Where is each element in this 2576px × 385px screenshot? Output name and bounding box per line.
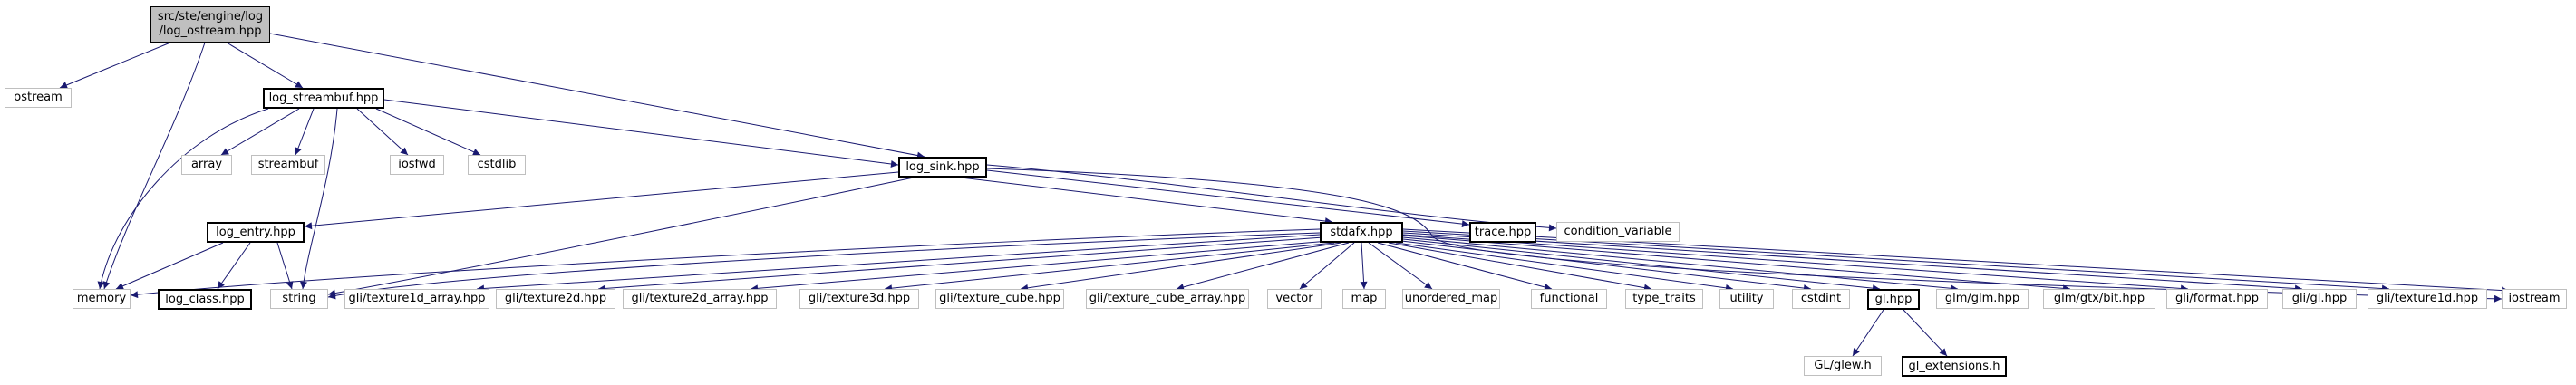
node-cstdlib: cstdlib	[468, 155, 526, 175]
node-trace-hpp[interactable]: trace.hpp	[1469, 222, 1536, 243]
edge-stdafx-to-texture2d-array	[750, 240, 1330, 293]
node-type-traits: type_traits	[1625, 289, 1703, 309]
edge-stdafx-to-gl-hpp	[1402, 238, 1881, 293]
node-gli-gl-hpp: gli/gl.hpp	[2282, 289, 2357, 309]
edge-log-sink-to-condition-variable	[986, 164, 1557, 232]
edge-stdafx-to-texture1d-array	[476, 234, 1321, 293]
edge-log-sink-to-log-entry	[304, 171, 899, 230]
node-unordered-map: unordered_map	[1402, 289, 1500, 309]
dependency-edges	[59, 33, 2510, 357]
node-gli-texture3d-hpp: gli/texture3d.hpp	[799, 289, 919, 309]
node-log-sink-hpp[interactable]: log_sink.hpp	[898, 157, 987, 178]
edge-log-ostream-to-log-streambuf	[226, 42, 304, 89]
edge-stdafx-to-format	[1402, 234, 2189, 293]
edge-log-entry-to-string	[276, 242, 294, 290]
edge-stdafx-to-glm-bit	[1402, 235, 2071, 293]
edge-stdafx-to-texture3d	[884, 242, 1335, 293]
node-log-ostream-hpp[interactable]: src/ste/engine/log /log_ostream.hpp	[150, 6, 270, 43]
node-gli-texture1d-hpp: gli/texture1d.hpp	[2368, 289, 2487, 309]
node-streambuf: streambuf	[251, 155, 325, 175]
edge-stdafx-to-texture1d	[1402, 230, 2390, 293]
edge-stdafx-to-string	[327, 232, 1321, 300]
edge-log-sink-to-string	[327, 177, 915, 297]
node-utility: utility	[1719, 289, 1774, 309]
edge-log-entry-to-log-class	[217, 242, 251, 290]
node-iosfwd: iosfwd	[390, 155, 444, 175]
edge-log-streambuf-to-memory	[97, 108, 269, 290]
node-map: map	[1342, 289, 1386, 309]
edge-stdafx-to-glm	[1402, 236, 1959, 293]
edge-log-streambuf-to-array	[220, 108, 300, 156]
root-label-line1: src/ste/engine/log	[157, 10, 264, 24]
node-ostream: ostream	[5, 88, 72, 108]
node-functional: functional	[1531, 289, 1607, 309]
edge-stdafx-to-gli-gl	[1402, 232, 2303, 293]
node-gli-format-hpp: gli/format.hpp	[2166, 289, 2268, 309]
node-string: string	[270, 289, 328, 309]
edge-gl-hpp-to-glew	[1852, 309, 1884, 357]
edge-log-ostream-to-log-sink	[269, 33, 925, 159]
node-gl-hpp[interactable]: gl.hpp	[1867, 289, 1920, 310]
node-condition-variable: condition_variable	[1556, 222, 1680, 242]
node-log-class-hpp[interactable]: log_class.hpp	[158, 289, 252, 310]
node-gli-texture2d-array-hpp: gli/texture2d_array.hpp	[623, 289, 777, 309]
node-iostream: iostream	[2502, 289, 2567, 309]
node-gli-texture2d-hpp: gli/texture2d.hpp	[496, 289, 615, 309]
edge-stdafx-to-functional	[1377, 242, 1553, 291]
edge-stdafx-to-texture-cube-array	[1176, 242, 1350, 291]
node-log-entry-hpp[interactable]: log_entry.hpp	[207, 222, 305, 243]
edge-stdafx-to-unordered-map	[1368, 242, 1433, 290]
edge-log-streambuf-to-cstdlib	[375, 108, 481, 156]
edge-stdafx-to-utility	[1395, 242, 1734, 292]
edge-log-streambuf-to-log-sink	[383, 99, 899, 168]
edge-stdafx-to-type-traits	[1388, 242, 1652, 292]
edge-log-streambuf-to-streambuf	[295, 108, 315, 156]
node-stdafx-hpp[interactable]: stdafx.hpp	[1320, 222, 1403, 243]
edge-stdafx-to-vector	[1299, 242, 1355, 290]
node-log-streambuf-hpp[interactable]: log_streambuf.hpp	[263, 88, 384, 109]
node-gl-glew-h: GL/glew.h	[1804, 356, 1882, 376]
edge-log-sink-to-trace	[986, 169, 1470, 228]
edge-gl-hpp-to-gl-extensions	[1903, 309, 1948, 357]
edge-log-ostream-to-ostream	[59, 42, 171, 89]
node-cstdint: cstdint	[1792, 289, 1850, 309]
node-gli-texture-cube-array-hpp: gli/texture_cube_array.hpp	[1086, 289, 1249, 309]
edge-stdafx-to-texture-cube	[1020, 242, 1342, 292]
node-gli-texture-cube-hpp: gli/texture_cube.hpp	[935, 289, 1064, 309]
node-memory: memory	[73, 289, 131, 309]
node-glm-glm-hpp: glm/glm.hpp	[1936, 289, 2029, 309]
edge-stdafx-to-cstdint	[1400, 240, 1812, 293]
root-label-line2: /log_ostream.hpp	[159, 24, 262, 38]
edge-log-sink-to-stdafx	[960, 177, 1333, 226]
edge-log-streambuf-to-string	[300, 108, 338, 290]
edge-log-streambuf-to-iosfwd	[356, 108, 409, 156]
edge-stdafx-to-memory	[130, 228, 1321, 299]
edge-stdafx-to-texture2d	[597, 236, 1324, 293]
edge-log-entry-to-memory	[115, 242, 224, 290]
edge-stdafx-to-map	[1360, 242, 1368, 290]
node-gl-extensions-h[interactable]: gl_extensions.h	[1902, 356, 2007, 377]
node-glm-gtx-bit-hpp: glm/gtx/bit.hpp	[2043, 289, 2155, 309]
node-vector: vector	[1267, 289, 1322, 309]
node-gli-texture1d-array-hpp: gli/texture1d_array.hpp	[344, 289, 489, 309]
node-array: array	[181, 155, 232, 175]
edge-log-ostream-to-memory	[102, 42, 206, 290]
edge-log-sink-to-iostream	[986, 168, 2503, 303]
